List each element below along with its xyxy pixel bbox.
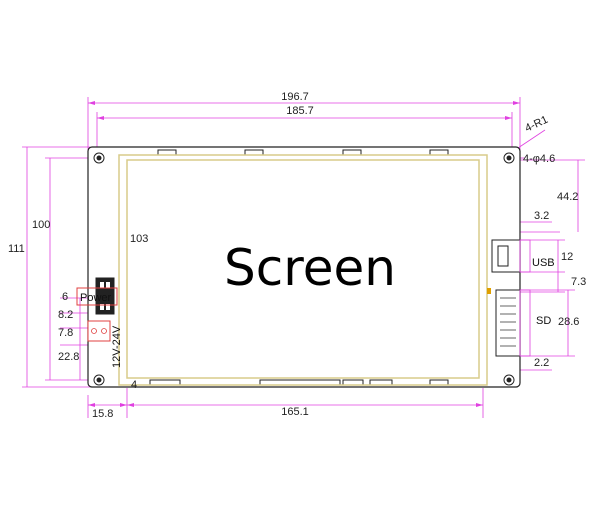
mounting-holes (93, 152, 515, 386)
dim-hole-dia: 4-φ4.6 (523, 153, 555, 165)
dim-screen-width: 165.1 (281, 406, 309, 418)
sd-label: SD (536, 315, 551, 327)
dim-total-height: 111 (8, 243, 25, 255)
dim-usb-gap: 7.3 (571, 276, 586, 288)
panel-tabs (149, 149, 449, 386)
screen-label: Screen (224, 239, 396, 297)
dim-corner-radius: 4-R1 (523, 114, 550, 135)
dimension-labels: 196.7 185.7 4-R1 4-φ4.6 111 100 103 44.2… (8, 91, 586, 420)
dim-sd-bottom: 2.2 (534, 357, 549, 369)
dim-usb-width: 12 (561, 251, 573, 263)
power-label: Power (80, 292, 112, 304)
dim-power-top: 6 (62, 291, 68, 303)
dim-power-h1: 8.2 (58, 309, 73, 321)
dim-usb-offset: 3.2 (534, 210, 549, 222)
arrowheads (88, 101, 520, 407)
dim-left-offset: 15.8 (92, 408, 113, 420)
usb-connector (491, 239, 531, 273)
usb-label: USB (532, 257, 555, 269)
led-marker (487, 288, 491, 294)
power-box (76, 287, 118, 306)
screen-outer (118, 154, 488, 386)
dim-power-bottom: 22.8 (58, 351, 79, 363)
component-labels: USB SD Power 12V-24V (80, 257, 555, 368)
dim-usb-top: 44.2 (557, 191, 578, 203)
sd-connector (495, 289, 531, 357)
dim-screen-height: 103 (130, 233, 148, 245)
dim-inner-width: 185.7 (286, 105, 314, 117)
screen-area (126, 159, 480, 379)
dim-power-h2: 7.8 (58, 327, 73, 339)
dim-screen-bottom-gap: 4 (131, 379, 137, 391)
dim-total-width: 196.7 (281, 91, 309, 103)
dim-inner-height: 100 (32, 219, 50, 231)
voltage-label: 12V-24V (111, 325, 123, 368)
dim-sd-width: 28.6 (558, 316, 579, 328)
power-connector (76, 277, 118, 342)
